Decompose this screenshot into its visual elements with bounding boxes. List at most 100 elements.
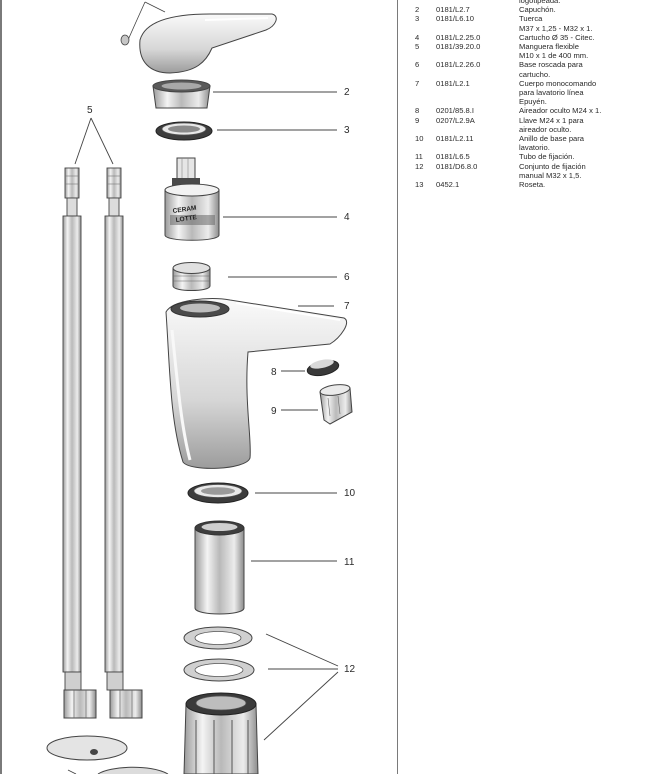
part-description-line: Epuyén. — [519, 97, 547, 107]
part-description-line: Roseta. — [519, 180, 546, 190]
part-code: 0181/D6.8.0 — [436, 161, 478, 171]
part-description-line: cartucho. — [519, 69, 551, 79]
part-number: 7 — [415, 78, 420, 88]
parts-list-row: 2 0181/L2.7 Capuchón. — [415, 5, 643, 14]
part-description-line: Tubo de fijación. — [519, 152, 575, 162]
parts-list-row: logotipeada. — [415, 0, 643, 5]
callout-4: 4 — [344, 212, 350, 223]
exploded-parts-diagram: 2 3 CERAM LOTTE 4 6 7 — [46, 1, 356, 774]
callout-11: 11 — [344, 557, 355, 568]
column-divider-rule — [397, 0, 398, 774]
part-description-line: Cuerpo monocomando — [519, 78, 597, 88]
callout-9: 9 — [271, 406, 277, 417]
part-description-line: Base roscada para — [519, 60, 583, 70]
callout-10: 10 — [344, 488, 356, 499]
part-number: 5 — [415, 42, 420, 52]
cartridge-marking-1: CERAM — [172, 205, 197, 215]
part-number: 6 — [415, 60, 420, 70]
part-code: 0452.1 — [436, 180, 460, 190]
part-number: 4 — [415, 32, 420, 42]
left-border-rule — [0, 0, 2, 774]
parts-list-row: 4 0181/L2.25.0 Cartucho Ø 35 - Citec. — [415, 33, 643, 42]
part-description: Aireador oculto M24 x 1. — [519, 106, 643, 115]
part-description-line: Manguera flexible — [519, 42, 579, 52]
part-number: 8 — [415, 106, 420, 116]
callout-8: 8 — [271, 367, 277, 378]
part-number: 12 — [415, 161, 424, 171]
part-9-key: 9 — [271, 384, 353, 425]
part-11-fixing-tube: 11 — [194, 520, 355, 615]
part-description: Tubo de fijación. — [519, 152, 643, 161]
part-number: 10 — [415, 134, 424, 144]
part-13-rosette — [46, 735, 169, 774]
part-10-base-ring: 10 — [187, 482, 356, 504]
part-code: 0181/L2.1 — [436, 78, 470, 88]
callout-2: 2 — [344, 87, 350, 98]
part-description-line: aireador oculto. — [519, 124, 572, 134]
part-description: Capuchón. — [519, 5, 643, 14]
part-description: logotipeada. — [519, 0, 643, 5]
part-number: 13 — [415, 180, 424, 190]
part-description-line: lavatorio. — [519, 143, 550, 153]
part-12-fixing-set: 12 — [183, 626, 356, 774]
part-number: 9 — [415, 115, 420, 125]
part-5-flexible-hoses: 5 — [62, 105, 143, 719]
cartridge-marking-2: LOTTE — [175, 214, 198, 224]
parts-list-row: 8 0201/85.8.I Aireador oculto M24 x 1. — [415, 106, 643, 115]
callout-7: 7 — [344, 301, 350, 312]
part-7-faucet-body: 7 — [165, 298, 350, 469]
part-description-line: Aireador oculto M24 x 1. — [519, 106, 602, 116]
part-description-line: Tuerca — [519, 14, 543, 24]
part-code: 0181/L2.25.0 — [436, 32, 481, 42]
part-number: 2 — [415, 5, 420, 15]
part-8-aerator: 8 — [271, 359, 340, 378]
callout-12: 12 — [344, 664, 356, 675]
part-description-line: para lavatorio línea — [519, 88, 584, 98]
part-description-line: Cartucho Ø 35 - Citec. — [519, 32, 595, 42]
part-code: 0201/85.8.I — [436, 106, 475, 116]
part-description-line: Anillo de base para — [519, 134, 585, 144]
part-description-line: Conjunto de fijación — [519, 161, 586, 171]
part-description-line: Capuchón. — [519, 5, 556, 15]
parts-list-row: 13 0452.1 Roseta. — [415, 180, 643, 189]
part-code: 0207/L2.9A — [436, 115, 475, 125]
part-code: 0181/L6.5 — [436, 152, 470, 162]
part-6-threaded-base: 6 — [172, 262, 350, 291]
part-code: 0181/L6.10 — [436, 14, 475, 24]
part-code: 0181/L2.7 — [436, 5, 470, 15]
part-description: Cartucho Ø 35 - Citec. — [519, 33, 643, 42]
parts-list-table: logotipeada. 2 0181/L2.7 Capuchón. 3 0181/L6.… — [415, 0, 643, 189]
callout-3: 3 — [344, 125, 350, 136]
callout-6: 6 — [344, 272, 350, 283]
part-3-nut: 3 — [155, 121, 350, 141]
part-4-cartridge: CERAM LOTTE 4 — [164, 157, 350, 241]
lever-handle — [120, 1, 277, 74]
part-2-cap: 2 — [152, 79, 350, 109]
part-description-line: Llave M24 x 1 para — [519, 115, 584, 125]
part-number: 11 — [415, 152, 423, 162]
part-description-line: logotipeada. — [519, 0, 561, 5]
part-code: 0181/L2.11 — [436, 134, 474, 144]
callout-5: 5 — [87, 105, 93, 116]
part-description-line: M10 x 1 de 400 mm. — [519, 51, 589, 61]
part-description-line: manual M32 x 1,5. — [519, 170, 582, 180]
part-description: Roseta. — [519, 180, 643, 189]
part-description-line: M37 x 1,25 - M32 x 1. — [519, 23, 593, 33]
parts-list-row: 11 0181/L6.5 Tubo de fijación. — [415, 152, 643, 161]
part-number: 3 — [415, 14, 420, 24]
part-code: 0181/L2.26.0 — [436, 60, 481, 70]
part-code: 0181/39.20.0 — [436, 42, 481, 52]
